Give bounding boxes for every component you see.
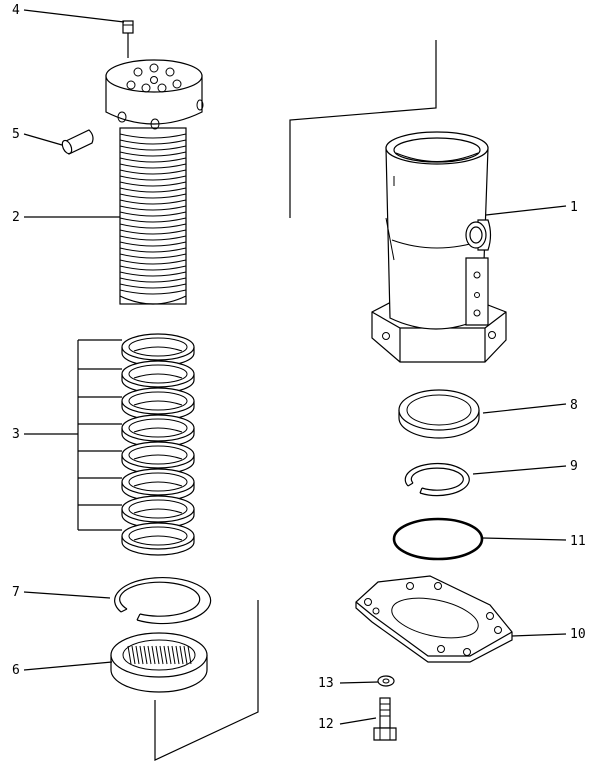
part-8-ring [398,389,480,439]
part-11-o-ring [392,517,484,561]
assembly-lines [154,40,437,761]
part-5-pin [61,129,94,155]
stack-ring [121,522,195,556]
callout-4: 4 [12,3,20,18]
stack-ring [121,333,195,367]
callout-7: 7 [12,585,20,600]
callout-8: 8 [570,398,578,413]
part-6-bearing [110,632,208,693]
part-1-housing [371,131,507,363]
callout-11: 11 [570,534,586,549]
stack-ring [121,495,195,529]
part-12-bolt [373,697,397,741]
part-9-snap-ring [404,462,470,497]
stack-ring [121,414,195,448]
part-4-plug [122,20,134,58]
callout-labels: 4 5 2 3 7 6 1 8 9 11 10 13 12 [12,3,586,732]
callout-9: 9 [570,459,578,474]
leader-lines [23,9,567,725]
callout-1: 1 [570,200,578,215]
callout-12: 12 [318,717,334,732]
part-2-spool [105,59,204,305]
callout-3: 3 [12,427,20,442]
callout-5: 5 [12,127,20,142]
callout-13: 13 [318,676,334,691]
stack-ring [121,468,195,502]
stack-ring [121,360,195,394]
part-13-washer [377,675,395,687]
part-3-ring-stack [121,333,195,556]
stack-ring [121,387,195,421]
part-7-snap-ring [114,576,212,625]
callout-6: 6 [12,663,20,678]
callout-10: 10 [570,627,586,642]
part-10-gasket [355,575,513,663]
callout-2: 2 [12,210,20,225]
